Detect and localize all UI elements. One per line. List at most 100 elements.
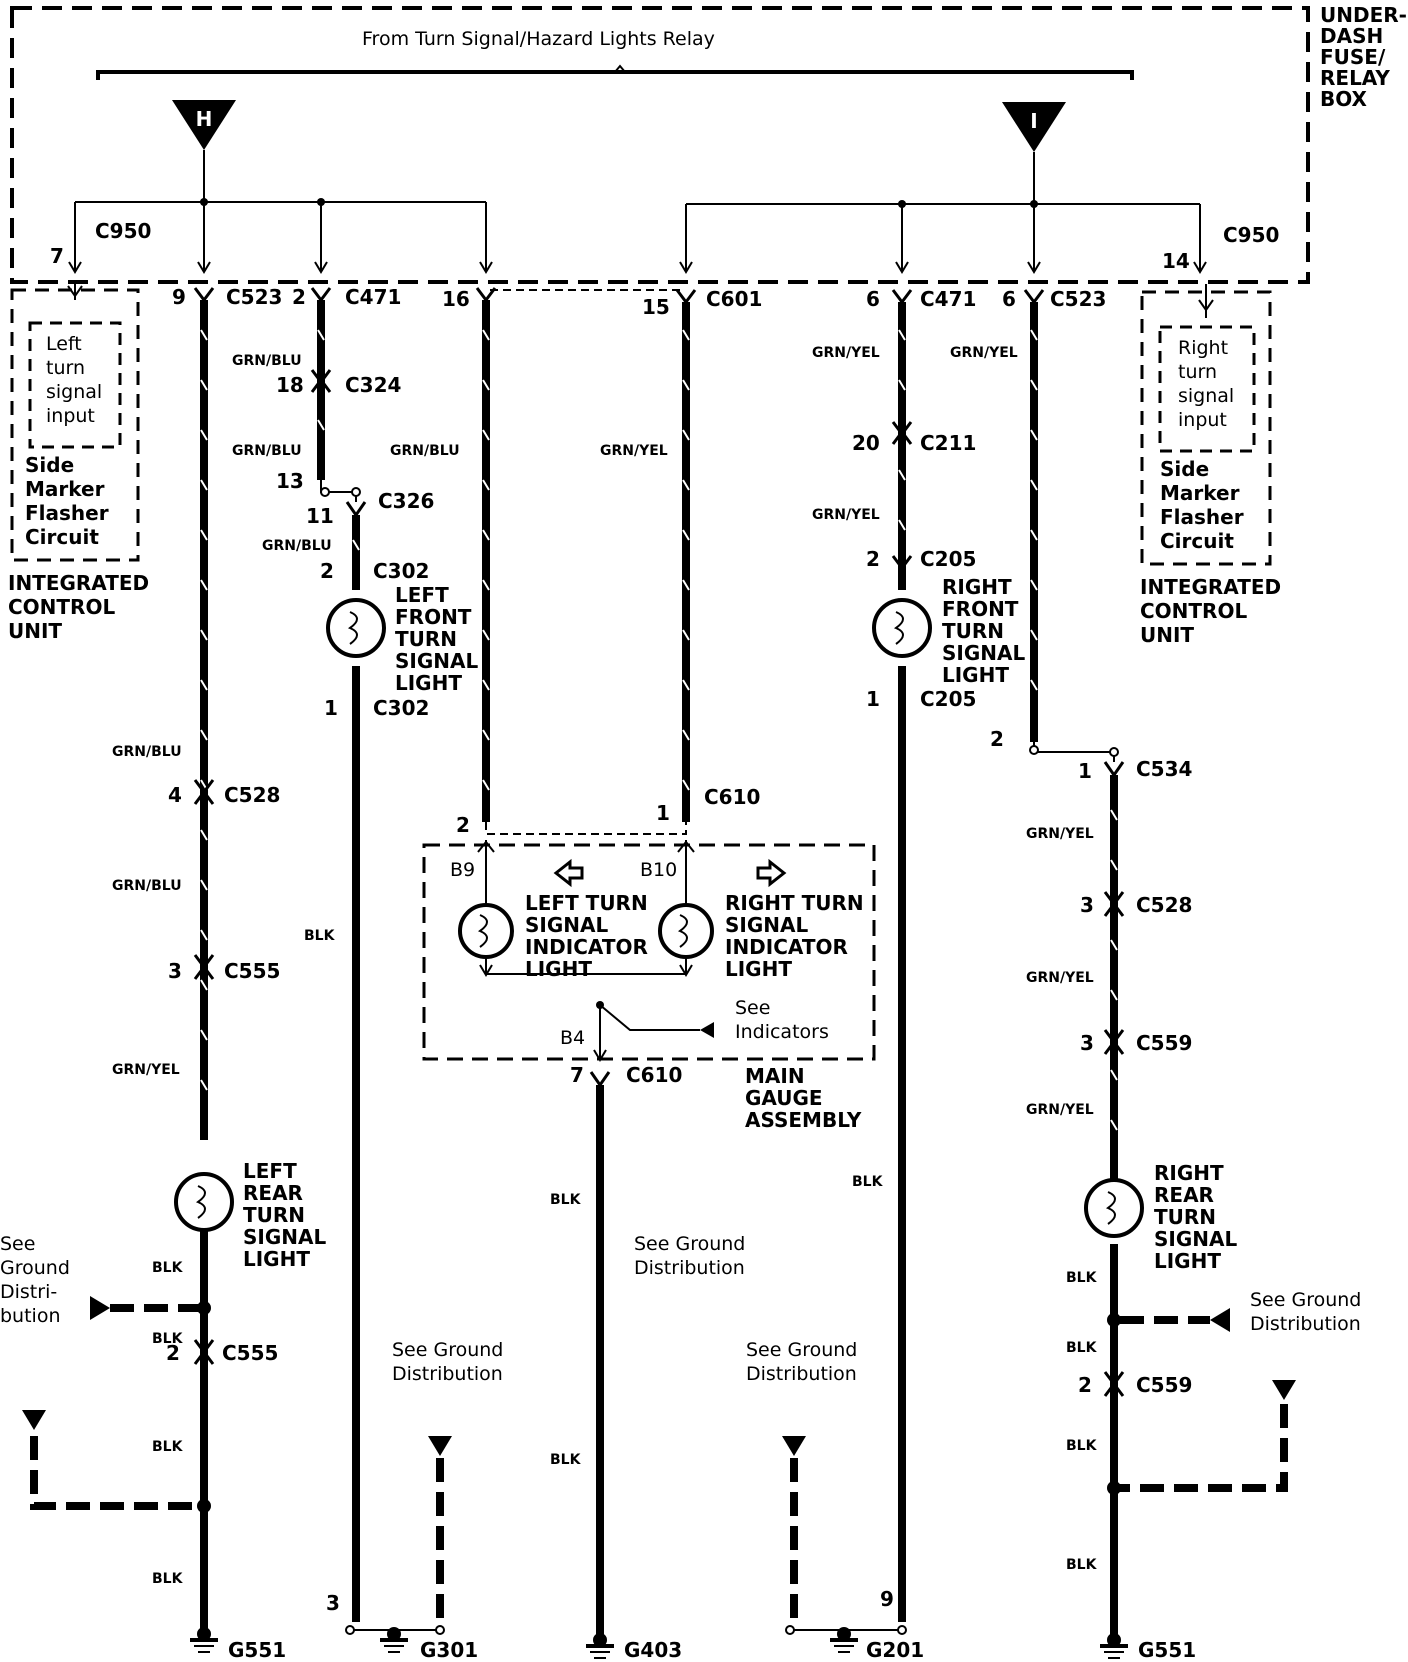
see-indicators-arrow [700, 1022, 714, 1038]
right-indicator-l3: INDICATOR [725, 935, 848, 959]
c211: C211 [920, 431, 976, 455]
pin-b9: B9 [450, 859, 475, 881]
c610-link [485, 822, 687, 835]
right-indicator-l2: SIGNAL [725, 913, 808, 937]
left-sidemarker-l4: Circuit [25, 525, 99, 549]
left-rear-l1: LEFT [243, 1159, 297, 1183]
ground-symbols [190, 1627, 1128, 1659]
wire-grn-yel-8: GRN/YEL [1026, 1102, 1094, 1118]
pin-6-c471: 6 [866, 287, 880, 311]
wire-grn-blu-3: GRN/BLU [262, 538, 332, 554]
right-input-l2: turn [1178, 361, 1217, 383]
wire-grn-blu-5: GRN/BLU [112, 744, 182, 760]
c555-bottom: C555 [222, 1341, 278, 1365]
left-indicator-l3: INDICATOR [525, 935, 648, 959]
right-icu-l1: INTEGRATED [1140, 575, 1281, 599]
pin-9-g201: 9 [880, 1587, 894, 1611]
main-gauge-l2: GAUGE [745, 1086, 823, 1110]
c534-node-2 [1109, 747, 1119, 757]
left-icu-outline [10, 288, 140, 562]
c950-arrowheads [68, 261, 1207, 274]
ground-ref-g301-l2: Distribution [392, 1363, 503, 1385]
wire-blk-9: BLK [1066, 1270, 1098, 1286]
right-indicator-l4: LIGHT [725, 957, 792, 981]
fuse-box-internal-wiring [74, 150, 1201, 270]
pin-1-c205: 1 [866, 687, 880, 711]
pin-1-c302: 1 [324, 696, 338, 720]
c326: C326 [378, 489, 434, 513]
right-rear-l2: REAR [1154, 1183, 1214, 1207]
left-input-l4: input [46, 405, 95, 427]
right-input-l3: signal [1178, 385, 1234, 407]
pin-2-c610: 2 [456, 813, 470, 837]
pin-b4: B4 [560, 1027, 585, 1049]
g403: G403 [624, 1638, 682, 1662]
wire-blk-1: BLK [304, 928, 336, 944]
pin-2-c471: 2 [292, 285, 306, 309]
connector-forks [193, 287, 1125, 1397]
main-gauge-l3: ASSEMBLY [745, 1108, 862, 1132]
right-rear-l1: RIGHT [1154, 1161, 1224, 1185]
ground-ref-g403-l2: Distribution [634, 1257, 745, 1279]
c324: C324 [345, 373, 401, 397]
fuse-box-junctions [200, 198, 1038, 208]
right-icu-l3: UNIT [1140, 623, 1194, 647]
c559-top: C559 [1136, 1031, 1192, 1055]
relay-brace [96, 70, 1134, 80]
ground-ref-right-l2: Distribution [1250, 1313, 1361, 1335]
left-input-outline [28, 321, 122, 449]
wire-grn-yel-3: GRN/YEL [812, 345, 880, 361]
left-sidemarker-l1: Side [25, 453, 74, 477]
right-rear-l3: TURN [1154, 1205, 1216, 1229]
c950-right: C950 [1223, 223, 1279, 247]
wire-blk-8: BLK [152, 1571, 184, 1587]
right-input-l4: input [1178, 409, 1227, 431]
relay-brace-tip [614, 64, 626, 73]
wire-blk-12: BLK [1066, 1557, 1098, 1573]
left-indicator-l4: LIGHT [525, 957, 592, 981]
wire-grn-blu-6: GRN/BLU [112, 878, 182, 894]
left-input-l2: turn [46, 357, 85, 379]
pin-3-c559: 3 [1080, 1031, 1094, 1055]
left-sidemarker-l2: Marker [25, 477, 105, 501]
pin-3-g301: 3 [326, 1591, 340, 1615]
wire-blk-6: BLK [152, 1331, 184, 1347]
right-sidemarker-l2: Marker [1160, 481, 1240, 505]
fuse-box-label-5: BOX [1320, 87, 1368, 111]
left-rear-l5: LIGHT [243, 1247, 310, 1271]
right-input-l1: Right [1178, 337, 1228, 359]
wire-grn-blu-1: GRN/BLU [232, 353, 302, 369]
right-rear-l4: SIGNAL [1154, 1227, 1237, 1251]
right-front-l2: FRONT [942, 597, 1019, 621]
ground-ref-g403-l1: See Ground [634, 1233, 745, 1255]
c302-top: C302 [373, 559, 429, 583]
right-icu-l2: CONTROL [1140, 599, 1247, 623]
pin-2-c205: 2 [866, 547, 880, 571]
terminal-i-triangle [1002, 102, 1066, 152]
left-front-l3: TURN [395, 627, 457, 651]
pin-b10: B10 [640, 859, 677, 881]
wire-grn-yel-6: GRN/YEL [1026, 826, 1094, 842]
c559-bottom: C559 [1136, 1373, 1192, 1397]
see-indicators-l2: Indicators [735, 1021, 829, 1043]
wire-grn-yel-7: GRN/YEL [1026, 970, 1094, 986]
left-sidemarker-l3: Flasher [25, 501, 109, 525]
c302-bottom: C302 [373, 696, 429, 720]
right-arrow-icon [756, 858, 787, 888]
relay-label: From Turn Signal/Hazard Lights Relay [362, 28, 715, 50]
pin-14: 14 [1162, 249, 1190, 273]
left-icu-l3: UNIT [8, 619, 62, 643]
fuse-relay-box-outline [10, 6, 1310, 284]
ground-ref-g301-l1: See Ground [392, 1339, 503, 1361]
pin-6-c523: 6 [1002, 287, 1016, 311]
c601: C601 [706, 287, 762, 311]
g201: G201 [866, 1638, 924, 1662]
pin-11: 11 [306, 504, 334, 528]
main-wires [200, 300, 1118, 1638]
wire-blk-3: BLK [550, 1452, 582, 1468]
left-front-l1: LEFT [395, 583, 449, 607]
ground-ref-g201-l1: See Ground [746, 1339, 857, 1361]
fuse-box-label-1: UNDER- [1320, 3, 1407, 27]
c523-right: C523 [1050, 287, 1106, 311]
